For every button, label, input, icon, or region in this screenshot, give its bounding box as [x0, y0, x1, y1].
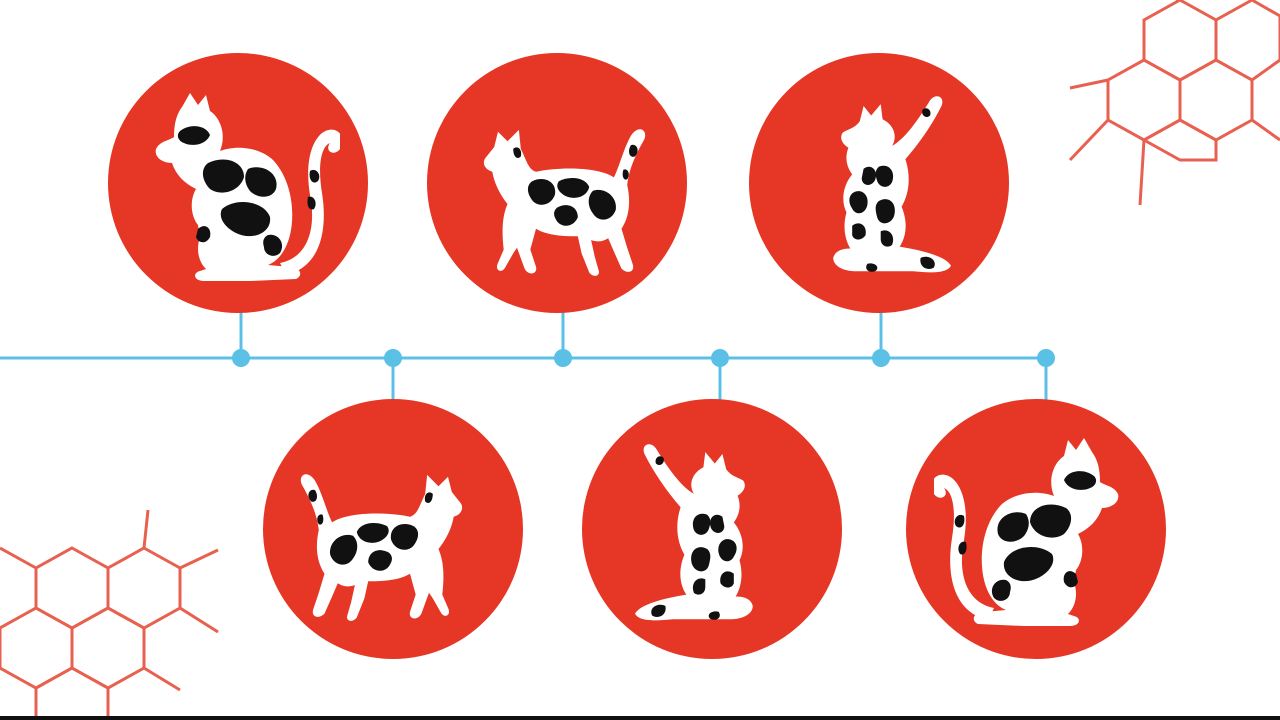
timeline-node-3 [427, 53, 687, 313]
timeline-dot-4 [711, 349, 729, 367]
timeline-dot-3 [554, 349, 572, 367]
honeycomb-pattern-bottom-left [0, 509, 219, 720]
honeycomb-pattern-top-right [1068, 0, 1280, 206]
timeline-node-6 [906, 399, 1166, 659]
timeline-dot-6 [1037, 349, 1055, 367]
timeline [0, 312, 1055, 400]
timeline-dot-1 [232, 349, 250, 367]
timeline-node-1 [108, 53, 368, 313]
timeline-node-2 [263, 399, 523, 659]
bottom-border [0, 716, 1280, 720]
timeline-node-4 [582, 399, 842, 659]
timeline-dot-2 [384, 349, 402, 367]
timeline-dot-5 [872, 349, 890, 367]
timeline-node-5 [749, 53, 1009, 313]
